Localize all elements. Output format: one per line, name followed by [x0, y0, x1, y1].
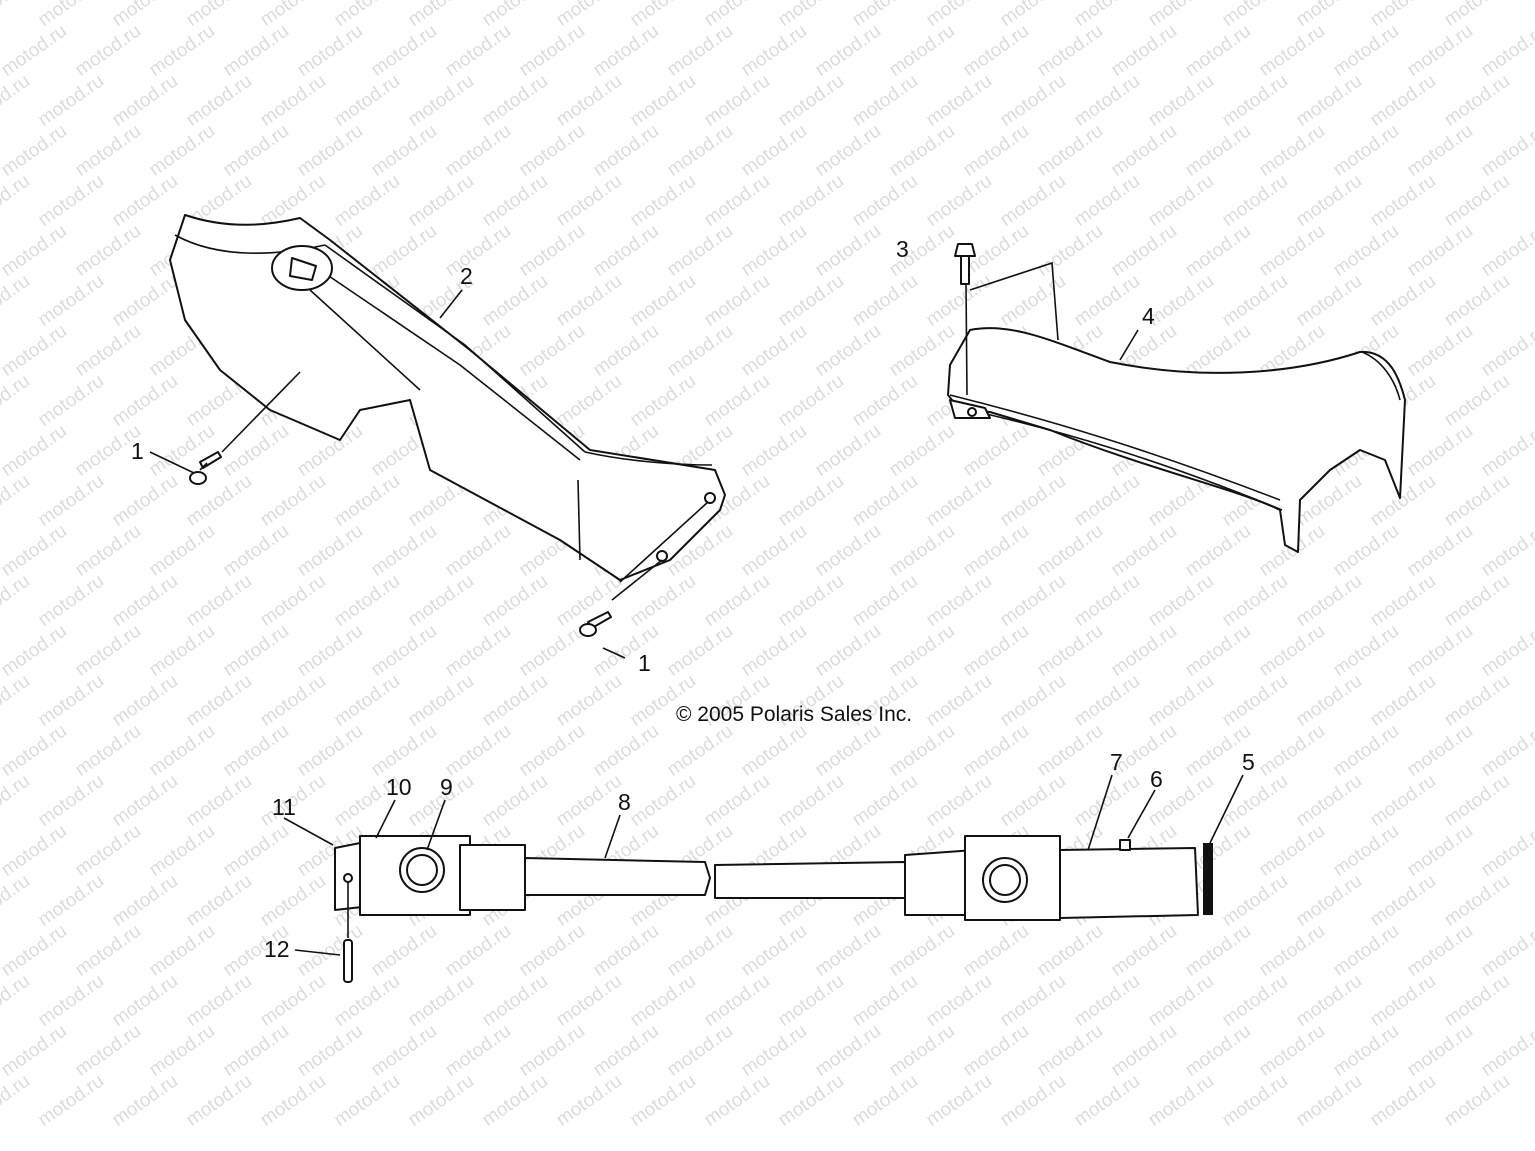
callout-2: 2: [460, 263, 473, 289]
part-bolt-top: [954, 243, 1059, 396]
leader-lines: [149, 289, 1244, 956]
callout-5: 5: [1242, 749, 1255, 775]
callout-9: 9: [440, 774, 453, 800]
callout-7: 7: [1110, 749, 1123, 775]
callout-8: 8: [618, 789, 631, 815]
callout-4: 4: [1142, 303, 1155, 329]
part-cover-left: [169, 214, 726, 581]
copyright-notice: © 2005 Polaris Sales Inc.: [676, 703, 913, 726]
part-propshaft: [334, 835, 1213, 983]
callout-3: 3: [896, 236, 909, 262]
callout-12: 12: [264, 936, 290, 962]
callout-10: 10: [386, 774, 412, 800]
callout-6: 6: [1150, 766, 1163, 792]
callout-11: 11: [272, 794, 296, 820]
part-bolt-upper: [189, 451, 222, 485]
part-bolt-lower: [579, 611, 612, 637]
part-cover-right: [947, 327, 1406, 553]
callout-1-lower: 1: [638, 650, 651, 676]
callout-1-upper: 1: [131, 438, 144, 464]
